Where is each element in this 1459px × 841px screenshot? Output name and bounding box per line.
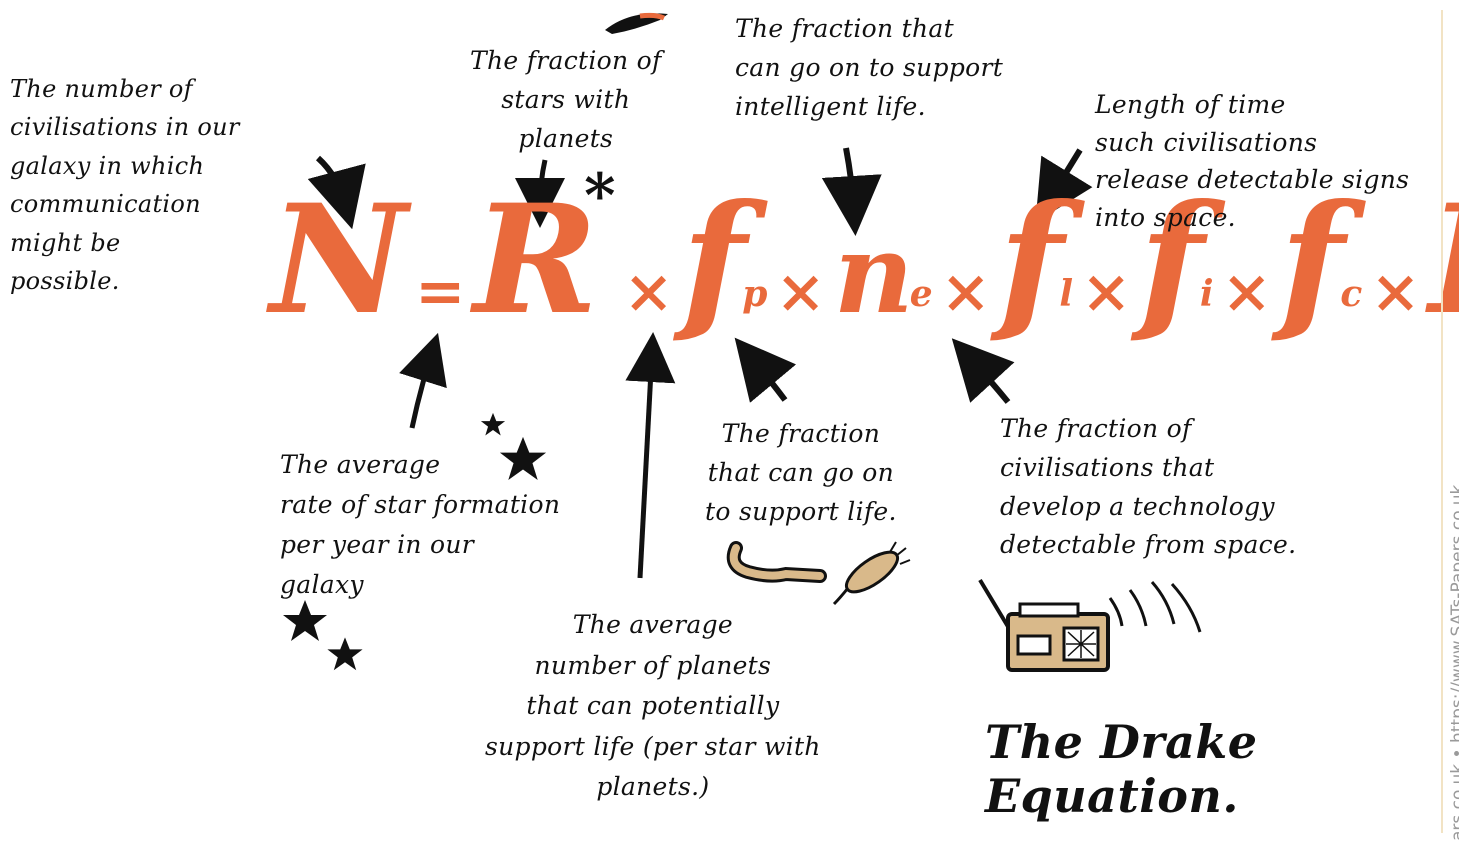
- eq-fp-sub: p: [742, 273, 768, 315]
- arrow-fc: [951, 338, 1015, 404]
- arrow-R: [399, 332, 447, 429]
- eq-times: ×: [1221, 257, 1272, 327]
- right-divider: [1441, 10, 1443, 833]
- note-fraction-technology: The fraction of civilisations that devel…: [1000, 414, 1297, 560]
- eq-times: ×: [623, 257, 674, 327]
- eq-times: ×: [1081, 257, 1132, 327]
- eq-fc: f: [1279, 172, 1345, 348]
- eq-fi-sub: i: [1199, 273, 1214, 315]
- note-fraction-intelligent-life: The fraction that can go on to support i…: [735, 14, 1004, 121]
- note-number-of-civilisations: The number of civilisations in our galax…: [10, 75, 240, 295]
- eq-times: ×: [1370, 257, 1421, 327]
- radio-icon: [978, 578, 1202, 672]
- drake-equation: N = R * × f p × n e × f l × f i × f c × …: [270, 161, 1459, 360]
- eq-fl-sub: l: [1059, 273, 1074, 315]
- arrow-L: [1035, 148, 1093, 223]
- arrow-fl: [734, 337, 797, 403]
- eq-times: ×: [775, 257, 826, 327]
- pen-doodle-icon: [605, 13, 668, 34]
- note-fraction-stars-with-planets: The fraction of stars with planets: [470, 46, 662, 153]
- note-average-number-of-planets: The average number of planets that can p…: [485, 610, 821, 801]
- eq-fi: f: [1139, 172, 1204, 348]
- eq-fc-sub: c: [1340, 273, 1363, 315]
- eq-times: ×: [940, 257, 991, 327]
- eq-L: L: [1429, 185, 1459, 335]
- eq-ne-sub: e: [909, 273, 933, 315]
- star-icon: [283, 600, 327, 641]
- arrow-fi: [821, 147, 882, 236]
- eq-R: R: [473, 172, 599, 348]
- arrow-fp: [515, 159, 566, 228]
- note-average-star-formation: The average rate of star formation per y…: [280, 450, 561, 599]
- page-title: The Drake Equation.: [985, 715, 1258, 823]
- note-fraction-support-life: The fraction that can go on to support l…: [705, 419, 897, 526]
- eq-N: N: [270, 172, 408, 348]
- bacterium-icon: [832, 541, 911, 606]
- note-length-of-time: Length of time such civilisations releas…: [1095, 90, 1410, 232]
- arrow-ne: [625, 332, 676, 579]
- worm-icon: [726, 541, 827, 583]
- star-icon: [480, 412, 506, 436]
- eq-fl: f: [998, 172, 1064, 348]
- eq-fp: f: [681, 172, 747, 348]
- eq-R-star: *: [584, 161, 616, 231]
- arrow-n: [307, 155, 366, 230]
- watermark: ars.co.uk • https://www.SATs-Papers.co.u…: [1448, 484, 1459, 841]
- eq-equals: =: [415, 257, 466, 327]
- star-icon: [499, 436, 547, 480]
- eq-ne: n: [833, 209, 914, 338]
- star-icon: [327, 637, 363, 671]
